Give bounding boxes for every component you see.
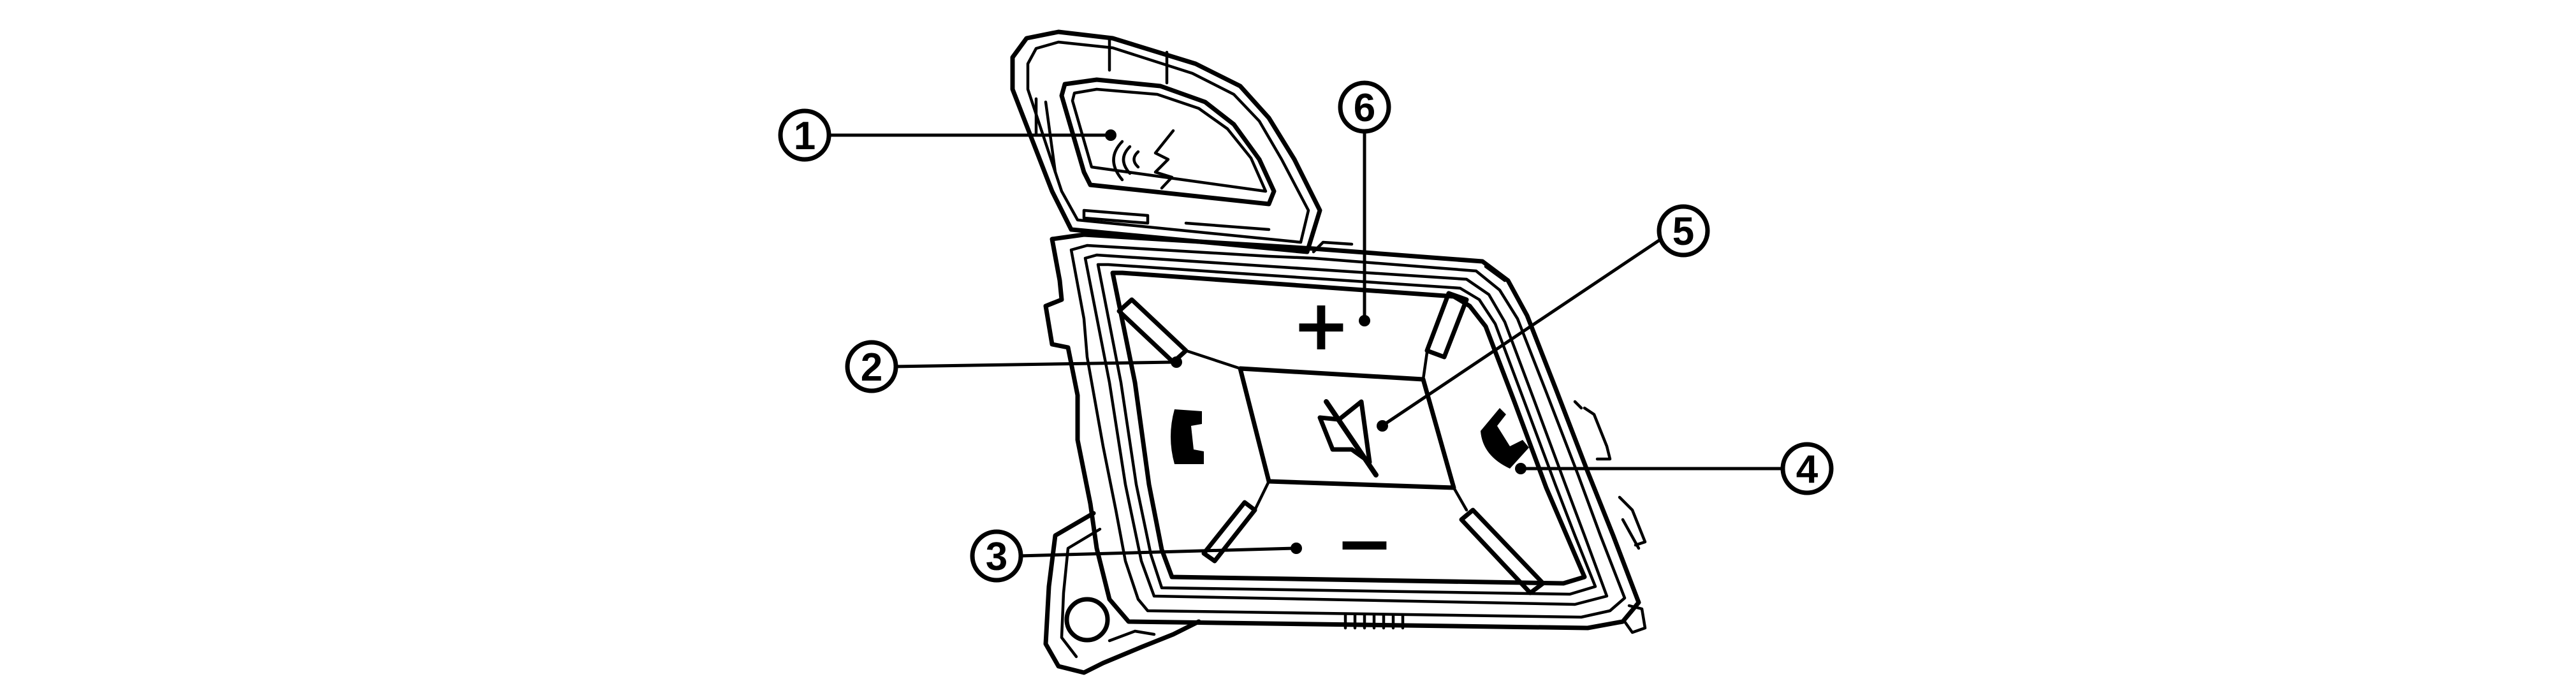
answer-call-button[interactable] (1454, 383, 1556, 510)
callout-5-label: 5 (1672, 210, 1694, 254)
voice-recognition-button[interactable] (1059, 77, 1277, 207)
callout-6-label: 6 (1354, 86, 1375, 130)
hang-up-button[interactable] (1141, 370, 1237, 485)
callout-4: 4 (1780, 442, 1834, 495)
mounting-bracket (1043, 511, 1201, 675)
callout-4-label: 4 (1796, 448, 1819, 492)
leader-lines (826, 129, 1785, 558)
callout-3: 3 (970, 529, 1023, 583)
leader-4-dot (1515, 463, 1526, 474)
leader-2 (892, 360, 1175, 368)
callout-5: 5 (1657, 204, 1710, 258)
callout-6: 6 (1338, 80, 1391, 134)
plus-symbol: + (1292, 284, 1350, 366)
leader-3 (1018, 546, 1295, 558)
button-dividers (1116, 291, 1546, 595)
callout-2-label: 2 (861, 346, 882, 390)
upper-housing (1010, 29, 1322, 254)
leader-6-dot (1359, 315, 1370, 326)
leader-3-dot (1291, 543, 1302, 554)
callout-2: 2 (845, 340, 898, 393)
callout-3-label: 3 (986, 535, 1007, 579)
leader-5 (1384, 237, 1662, 426)
minus-symbol: − (1335, 502, 1394, 584)
callout-1-label: 1 (794, 114, 816, 158)
voice-recognition-icon (1112, 129, 1175, 190)
leader-1-dot (1105, 129, 1116, 141)
callout-1: 1 (778, 108, 831, 162)
main-housing (1043, 232, 1647, 634)
quadrant-edges (1184, 349, 1468, 512)
phone-hang-up-icon (1171, 409, 1204, 464)
volume-down-button[interactable]: − (1269, 502, 1454, 584)
phone-answer-icon (1481, 408, 1529, 469)
speaker-mute-icon (1317, 399, 1379, 478)
volume-up-button[interactable]: + (1224, 281, 1416, 366)
leader-2-dot (1171, 356, 1182, 368)
mute-button[interactable] (1238, 366, 1456, 490)
leader-5-dot (1377, 420, 1388, 432)
